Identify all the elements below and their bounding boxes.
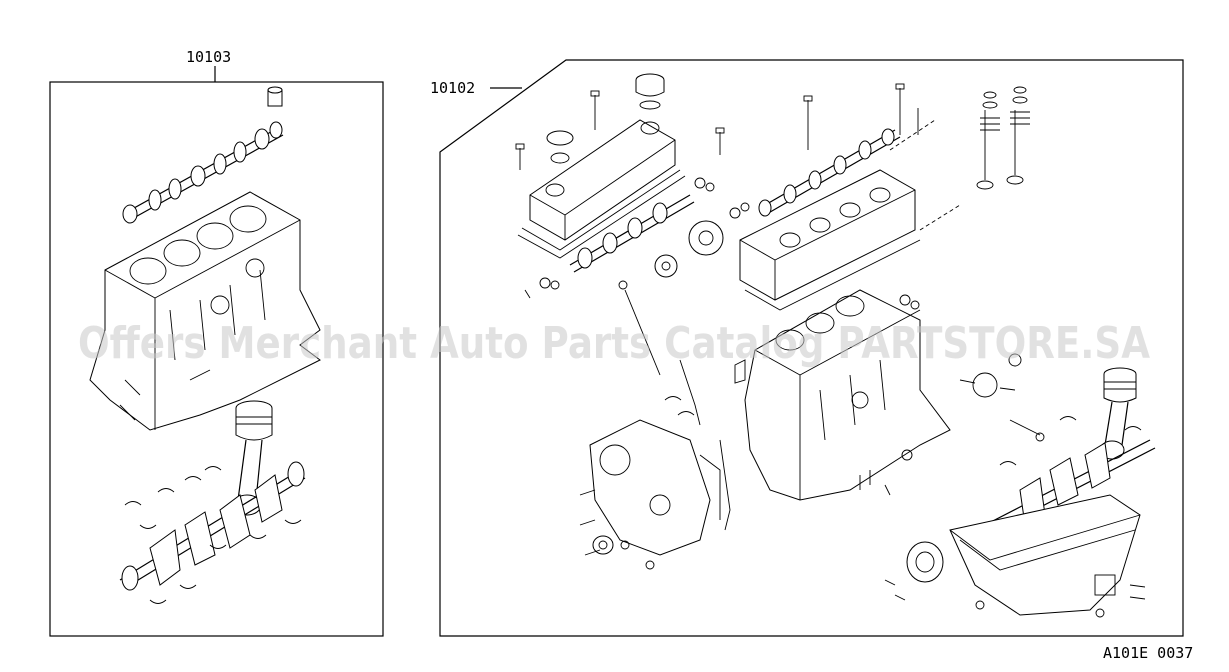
camshaft-icon: [122, 121, 284, 224]
timing-cover-icon: [589, 419, 731, 556]
piston-icon: [1099, 367, 1137, 460]
bolt-icon: [515, 83, 919, 170]
timing-gear-icon: [654, 220, 724, 278]
watermark: Offers Merchant Auto Parts Catalog PARTS…: [78, 318, 1150, 369]
cylinder-block-icon: [744, 289, 951, 501]
cylinder-block-icon: [89, 191, 321, 431]
bushing-icon: [267, 86, 283, 107]
figure-code: A101E 0037: [1103, 644, 1193, 662]
bearing-shells-icon: [124, 466, 302, 604]
pulley-icon: [592, 535, 614, 555]
full-engine-part-number: 10102: [430, 79, 475, 97]
cylinder-head-icon: [739, 169, 921, 311]
camshaft-icon: [758, 128, 901, 217]
fastener-icons: [524, 177, 1146, 618]
short-block-panel: 10103: [49, 48, 384, 637]
valve-icon: [889, 86, 1030, 231]
oil-pan-icon: [949, 494, 1141, 616]
short-block-part-number: 10103: [186, 48, 231, 66]
crank-pulley-icon: [906, 541, 944, 583]
full-engine-frame: [439, 59, 1184, 637]
dipstick-icon: [618, 280, 701, 426]
rocker-shaft-icon: [569, 194, 695, 273]
full-engine-panel: 10102: [430, 59, 1193, 662]
oil-cap-icon: [546, 73, 665, 164]
rocker-cover-icon: [517, 119, 686, 259]
short-block-frame: [49, 81, 384, 637]
crankshaft-icon: [119, 461, 306, 591]
